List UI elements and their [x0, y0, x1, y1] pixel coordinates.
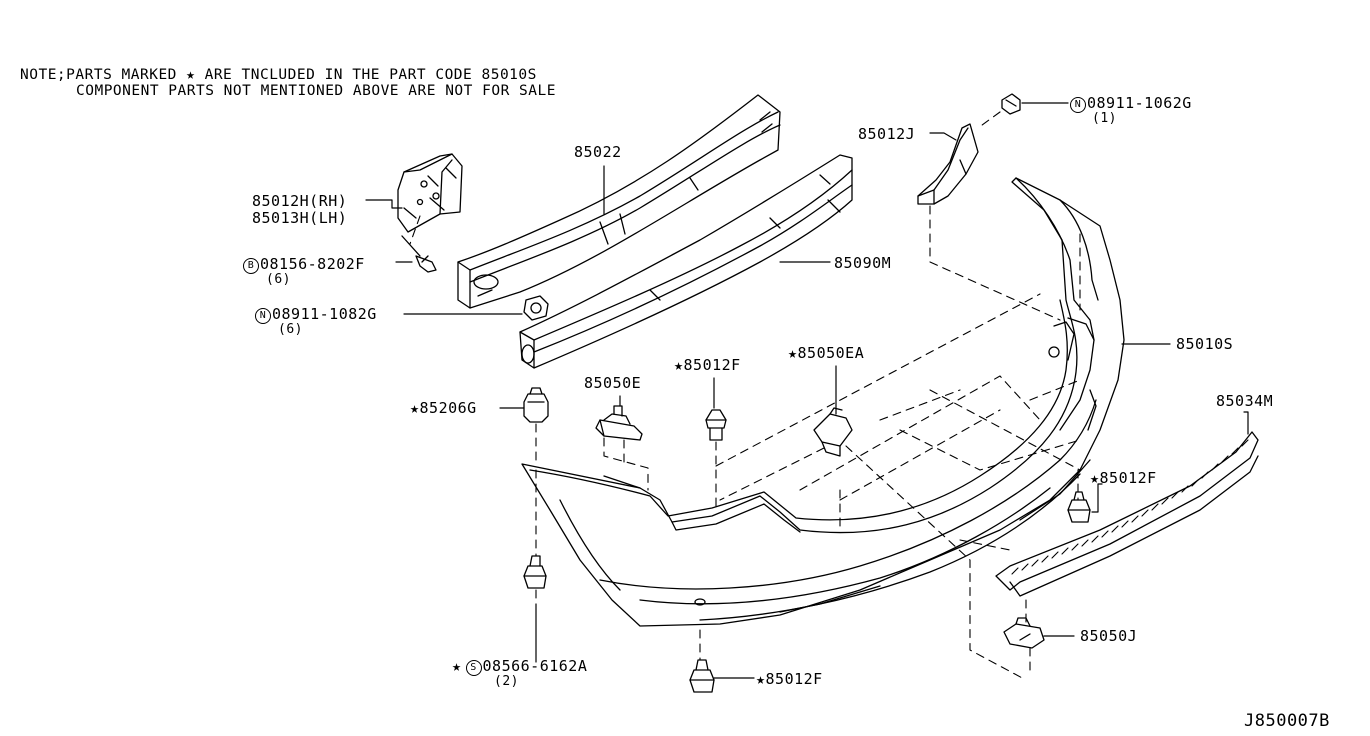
fastener-85012F-c: [689, 659, 715, 693]
label-85012F-b: ★85012F: [1090, 469, 1157, 487]
label-85034M: 85034M: [1216, 392, 1274, 410]
label-85012F-a: ★85012F: [674, 356, 741, 374]
label-85010S: 85010S: [1176, 335, 1234, 353]
spoiler-slots: [1011, 439, 1249, 575]
absorber-85090M: [519, 154, 853, 369]
label-08156-text: 08156-8202F: [260, 255, 365, 273]
star-icon: ★: [452, 657, 462, 675]
note-line-1: NOTE;PARTS MARKED ★ ARE TNCLUDED IN THE …: [20, 67, 537, 83]
n-circle-icon: N: [1070, 97, 1086, 113]
label-85050EA: ★85050EA: [788, 344, 865, 362]
label-85050E: 85050E: [584, 374, 642, 392]
spoiler-85034M: [995, 431, 1259, 597]
screw-08566: [523, 555, 547, 589]
label-08911-right-text: 08911-1062G: [1087, 94, 1192, 112]
qty-08566: (2): [494, 674, 519, 689]
assembly-dashed-lines: [409, 111, 1081, 681]
note-line-2: COMPONENT PARTS NOT MENTIONED ABOVE ARE …: [76, 83, 556, 99]
label-85022: 85022: [574, 143, 622, 161]
n-circle-icon: N: [255, 308, 271, 324]
label-08911-left-text: 08911-1082G: [272, 305, 377, 323]
qty-08911-right: (1): [1092, 111, 1117, 126]
label-85012F-c: ★85012F: [756, 670, 823, 688]
label-85090M: 85090M: [834, 254, 892, 272]
label-85206G: ★85206G: [410, 399, 477, 417]
fastener-85012F-a: [705, 409, 727, 441]
nut-08911-left: [523, 295, 549, 321]
qty-08156: (6): [266, 272, 291, 287]
label-85050J: 85050J: [1080, 627, 1138, 645]
clip-85050EA: [813, 407, 853, 457]
reinforcement-85022: [457, 94, 781, 309]
label-85012J: 85012J: [858, 125, 916, 143]
qty-08911-left: (6): [278, 322, 303, 337]
s-circle-icon: S: [465, 660, 482, 676]
b-circle-icon: B: [243, 258, 259, 274]
label-85013H: 85013H(LH): [252, 209, 348, 227]
label-08566-text: 08566-6162A: [482, 657, 588, 675]
clip-85050E: [595, 405, 643, 441]
clip-85206G: [523, 387, 549, 423]
clip-85050J: [1003, 617, 1045, 649]
bracket-85012J: [917, 123, 979, 205]
bolt-08156: [401, 235, 437, 273]
diagram-code: J850007B: [1244, 711, 1330, 731]
nut-08911-right: [1001, 93, 1021, 115]
label-85012H: 85012H(RH): [252, 192, 348, 210]
bumper-fascia-85010S: [521, 177, 1125, 627]
leader-lines: [365, 102, 1249, 679]
fastener-85012F-b: [1067, 491, 1091, 523]
bracket-85012H: [397, 153, 463, 233]
